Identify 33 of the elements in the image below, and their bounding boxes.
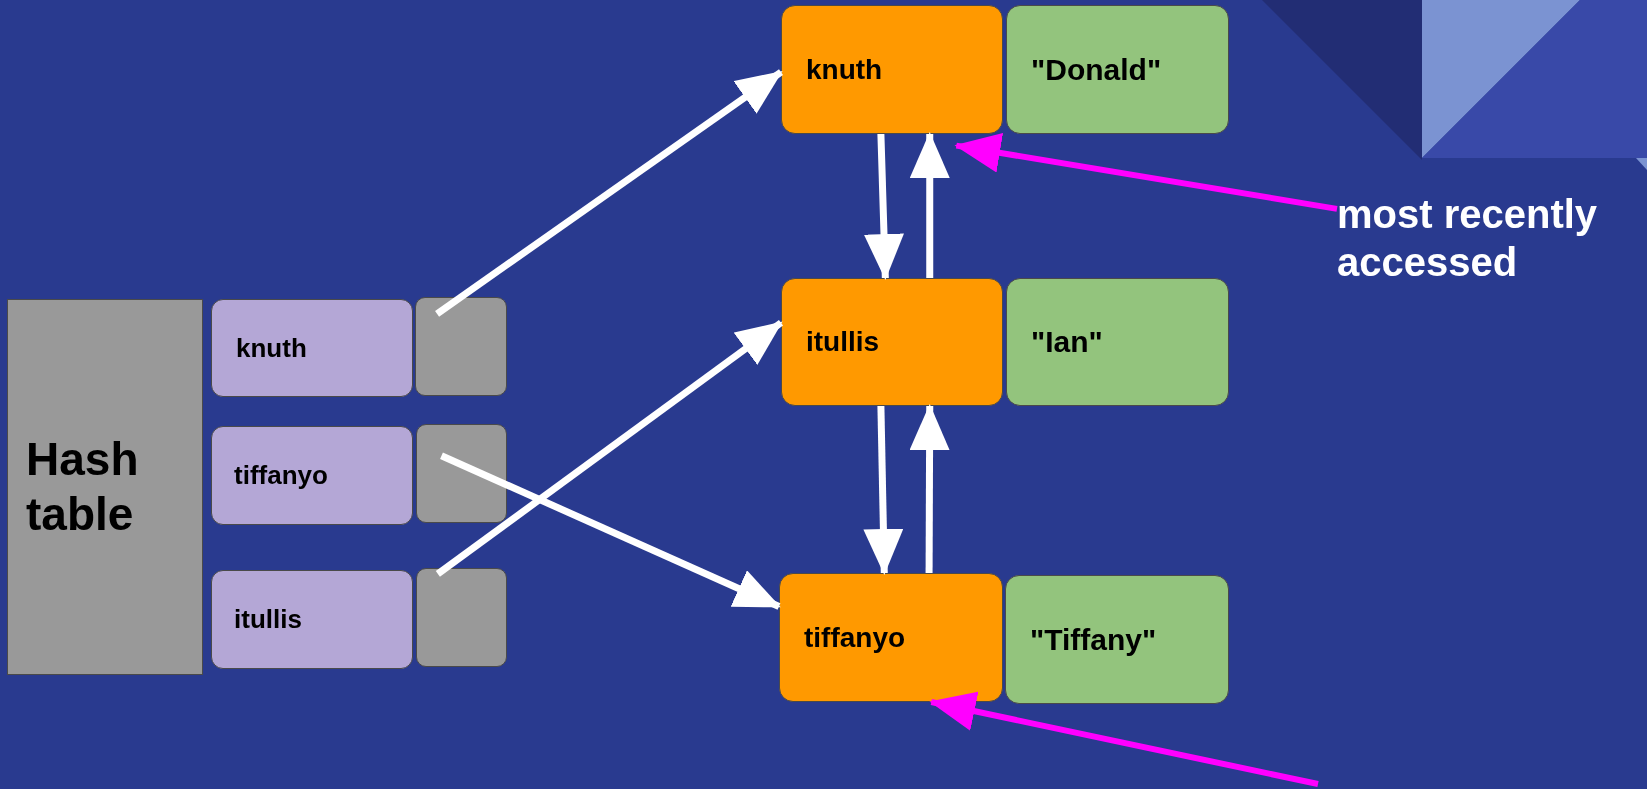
arrow [435, 69, 783, 317]
list-node-key [781, 5, 1003, 134]
hash-table-box [7, 299, 203, 675]
arrow [863, 405, 904, 575]
pointer-box [416, 424, 507, 523]
list-node-value [1006, 5, 1229, 134]
list-node-key [779, 573, 1003, 702]
key-text: itullis [234, 604, 302, 635]
key-text: knuth [806, 53, 883, 86]
pointer-box [416, 568, 507, 667]
annotation-text: most recently accessed [1337, 191, 1599, 286]
arrow [864, 133, 904, 280]
arrow [440, 452, 781, 610]
list-node-key [781, 278, 1003, 406]
arrow [909, 404, 950, 573]
key-text: itullis [806, 326, 880, 358]
pointer-arrow [929, 691, 1319, 787]
key-box [211, 426, 413, 525]
key-text: tiffanyo [804, 621, 906, 654]
list-node-value [1005, 575, 1229, 704]
table-label: Hash table [26, 431, 140, 542]
arrow [435, 319, 784, 577]
pointer-arrow [954, 133, 1338, 212]
list-node-value [1006, 278, 1229, 406]
key-text: knuth [236, 332, 307, 364]
key-box [211, 570, 413, 669]
key-box [211, 299, 413, 397]
value-text: "Donald" [1031, 52, 1162, 87]
value-text: "Tiffany" [1030, 622, 1157, 657]
key-text: tiffanyo [234, 460, 328, 491]
arrow [909, 132, 950, 278]
pointer-box [415, 297, 507, 396]
value-text: "Ian" [1031, 325, 1103, 359]
